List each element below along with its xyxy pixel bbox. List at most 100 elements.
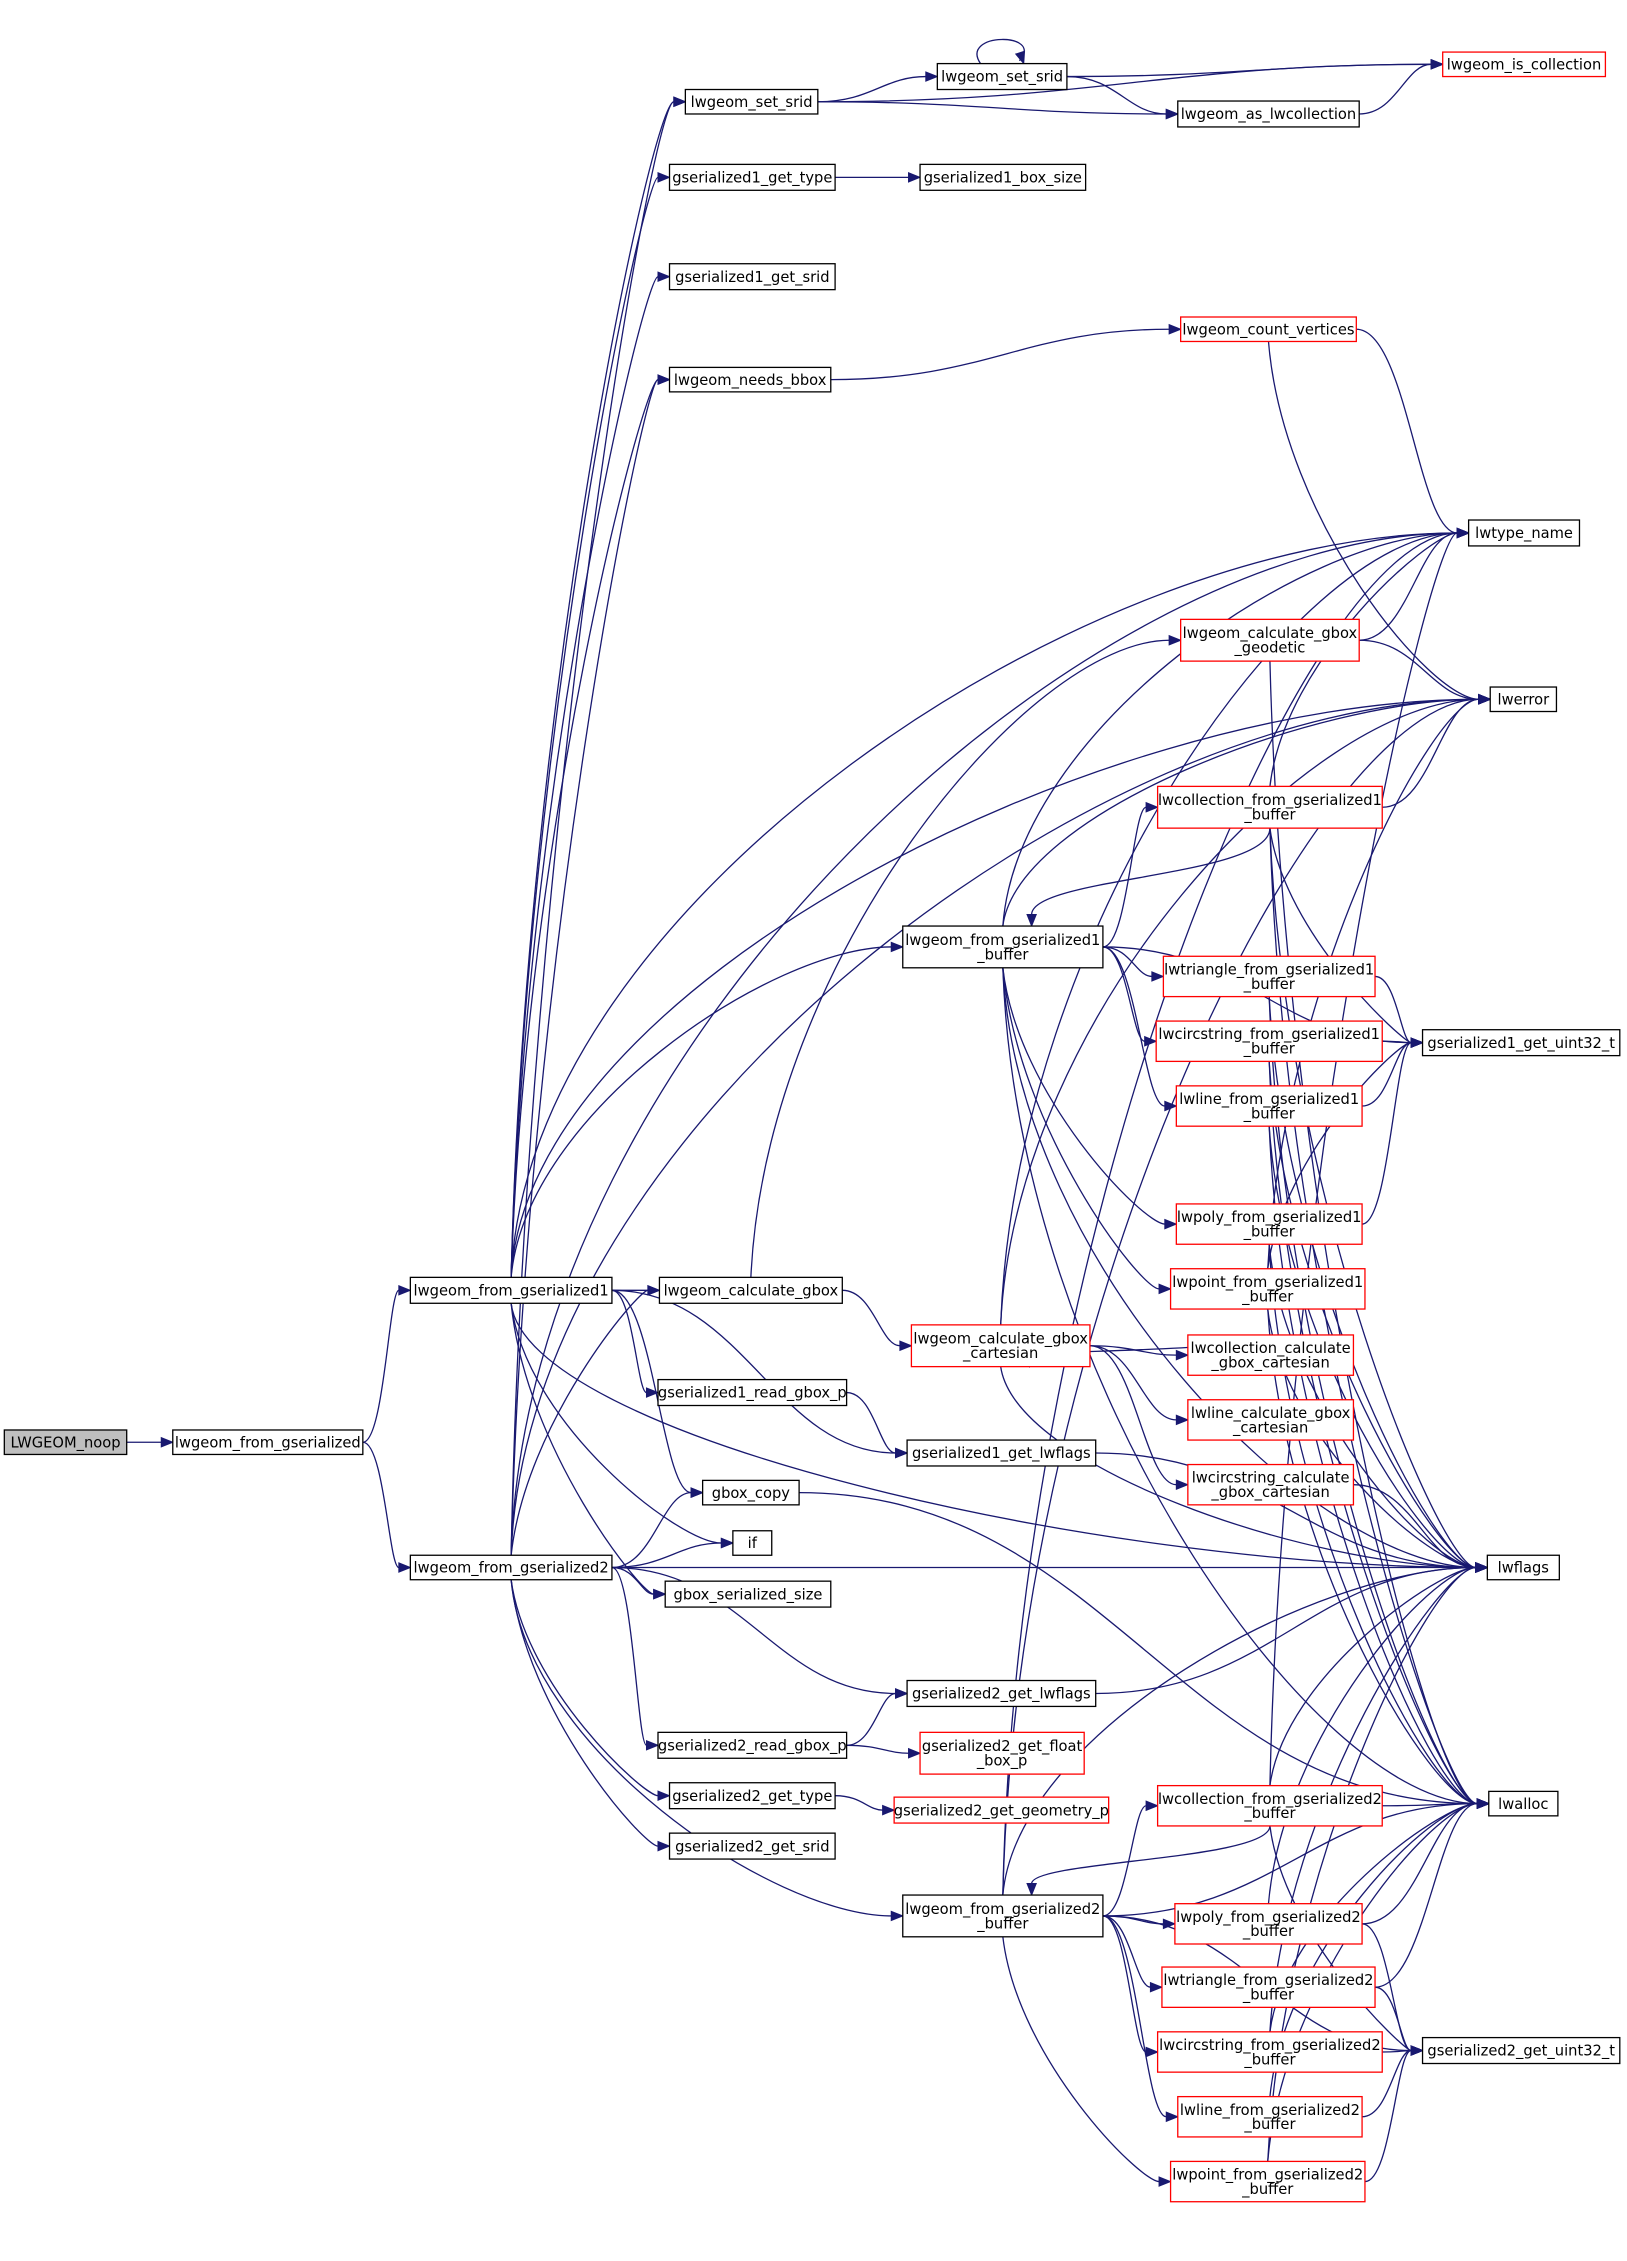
node-box[interactable] [1187,1334,1355,1376]
node-fg2[interactable]: lwgeom_from_gserialized2 [409,1554,613,1581]
node-box[interactable] [409,1276,613,1304]
node-box[interactable] [684,88,819,115]
node-box[interactable] [919,1731,1085,1775]
node-geodetic[interactable]: lwgeom_calculate_gbox_geodetic [1180,618,1360,662]
node-g1_lwflags[interactable]: gserialized1_get_lwflags [906,1439,1097,1467]
node-line2[interactable]: lwline_from_gserialized2_buffer [1177,2095,1363,2138]
node-box[interactable] [1486,1554,1560,1581]
node-set_srid2[interactable]: lwgeom_set_srid [936,62,1068,91]
node-box[interactable] [910,1324,1091,1368]
node-needs_bbox[interactable]: lwgeom_needs_bbox [668,366,832,393]
node-g1_srid[interactable]: gserialized1_get_srid [668,263,836,291]
node-fg2_buf[interactable]: lwgeom_from_gserialized2_buffer [902,1894,1104,1938]
node-coll2[interactable]: lwcollection_from_gserialized2_buffer [1156,1784,1383,1827]
node-g1_u32[interactable]: gserialized1_get_uint32_t [1421,1029,1621,1057]
node-box[interactable] [919,163,1087,191]
node-coll1[interactable]: lwcollection_from_gserialized1_buffer [1156,785,1383,829]
node-lwtype_name[interactable]: lwtype_name [1467,519,1581,547]
node-poly2[interactable]: lwpoly_from_gserialized2_buffer [1174,1903,1363,1945]
node-g2_lwflags[interactable]: gserialized2_get_lwflags [906,1679,1097,1708]
node-box[interactable] [668,1782,836,1810]
node-cart[interactable]: lwgeom_calculate_gbox_cartesian [910,1324,1091,1368]
node-fg1_buf[interactable]: lwgeom_from_gserialized1_buffer [902,925,1104,969]
node-box[interactable] [668,366,832,393]
node-is_coll[interactable]: lwgeom_is_collection [1442,51,1607,78]
node-box[interactable] [658,1276,843,1304]
node-g2_type[interactable]: gserialized2_get_type [668,1782,836,1810]
node-box[interactable] [906,1439,1097,1467]
node-point2[interactable]: lwpoint_from_gserialized2_buffer [1169,2160,1366,2203]
node-box[interactable] [1180,618,1360,662]
node-box[interactable] [902,1894,1104,1938]
node-box[interactable] [3,1429,128,1456]
node-line_calc[interactable]: lwline_calculate_gbox_cartesian [1187,1399,1355,1441]
node-lwflags[interactable]: lwflags [1486,1554,1560,1581]
node-box[interactable] [936,62,1068,91]
node-count_v[interactable]: lwgeom_count_vertices [1180,316,1357,343]
node-circ_calc[interactable]: lwcircstring_calculate_gbox_cartesian [1187,1463,1355,1506]
node-fg[interactable]: lwgeom_from_gserialized [172,1429,364,1456]
node-g1_box_size[interactable]: gserialized1_box_size [919,163,1087,191]
node-g2_u32[interactable]: gserialized2_get_uint32_t [1421,2036,1621,2065]
node-box[interactable] [1177,100,1360,128]
node-line1[interactable]: lwline_from_gserialized1_buffer [1175,1085,1363,1127]
node-box[interactable] [1175,1203,1363,1245]
node-box[interactable] [1442,51,1607,78]
node-box[interactable] [1421,1029,1621,1057]
node-gbox_copy[interactable]: gbox_copy [701,1479,800,1506]
node-box[interactable] [1488,1790,1559,1817]
node-box[interactable] [657,1731,848,1759]
node-box[interactable] [1156,785,1383,829]
node-box[interactable] [668,1832,836,1860]
node-box[interactable] [1162,955,1376,998]
node-g2_read_gbox[interactable]: gserialized2_read_gbox_p [657,1731,848,1759]
node-box[interactable] [1187,1399,1355,1441]
node-box[interactable] [657,1378,848,1407]
node-g2_geom[interactable]: gserialized2_get_geometry_p [893,1796,1110,1824]
node-calc_gbox[interactable]: lwgeom_calculate_gbox [658,1276,843,1304]
node-circ2[interactable]: lwcircstring_from_gserialized2_buffer [1156,2031,1383,2073]
node-box[interactable] [1156,1784,1383,1827]
node-box[interactable] [902,925,1104,969]
node-g1_read_gbox[interactable]: gserialized1_read_gbox_p [657,1378,848,1407]
node-box[interactable] [664,1580,832,1608]
node-gbox_ser_size[interactable]: gbox_serialized_size [664,1580,832,1608]
node-box[interactable] [172,1429,364,1456]
node-box[interactable] [893,1796,1110,1824]
node-box[interactable] [1156,2031,1383,2073]
node-box[interactable] [1180,316,1357,343]
node-fg1[interactable]: lwgeom_from_gserialized1 [409,1276,613,1304]
node-box[interactable] [1177,2095,1363,2138]
node-set_srid[interactable]: lwgeom_set_srid [684,88,819,115]
node-box[interactable] [906,1679,1097,1708]
node-box[interactable] [1175,1085,1363,1127]
node-box[interactable] [1489,686,1558,713]
node-box[interactable] [732,1530,773,1556]
node-lwerror[interactable]: lwerror [1489,686,1558,713]
node-g2_float[interactable]: gserialized2_get_float_box_p [919,1731,1085,1775]
node-g2_srid[interactable]: gserialized2_get_srid [668,1832,836,1860]
node-poly1[interactable]: lwpoly_from_gserialized1_buffer [1175,1203,1363,1245]
node-box[interactable] [1169,1268,1366,1310]
node-box[interactable] [668,163,836,191]
node-box[interactable] [701,1479,800,1506]
node-coll_calc[interactable]: lwcollection_calculate_gbox_cartesian [1187,1334,1355,1376]
node-box[interactable] [1421,2036,1621,2065]
node-box[interactable] [409,1554,613,1581]
node-lwalloc[interactable]: lwalloc [1488,1790,1559,1817]
node-box[interactable] [1155,1020,1383,1063]
node-box[interactable] [1174,1903,1363,1945]
node-noop[interactable]: LWGEOM_noop [3,1429,128,1456]
node-box[interactable] [668,263,836,291]
node-box[interactable] [1161,1966,1376,2009]
node-tri1[interactable]: lwtriangle_from_gserialized1_buffer [1162,955,1376,998]
node-box[interactable] [1467,519,1581,547]
node-if[interactable]: if [732,1530,773,1556]
node-as_coll[interactable]: lwgeom_as_lwcollection [1177,100,1360,128]
node-box[interactable] [1169,2160,1366,2203]
node-point1[interactable]: lwpoint_from_gserialized1_buffer [1169,1268,1366,1310]
node-box[interactable] [1187,1463,1355,1506]
node-g1_type[interactable]: gserialized1_get_type [668,163,836,191]
node-circ1[interactable]: lwcircstring_from_gserialized1_buffer [1155,1020,1383,1063]
node-tri2[interactable]: lwtriangle_from_gserialized2_buffer [1161,1966,1376,2009]
